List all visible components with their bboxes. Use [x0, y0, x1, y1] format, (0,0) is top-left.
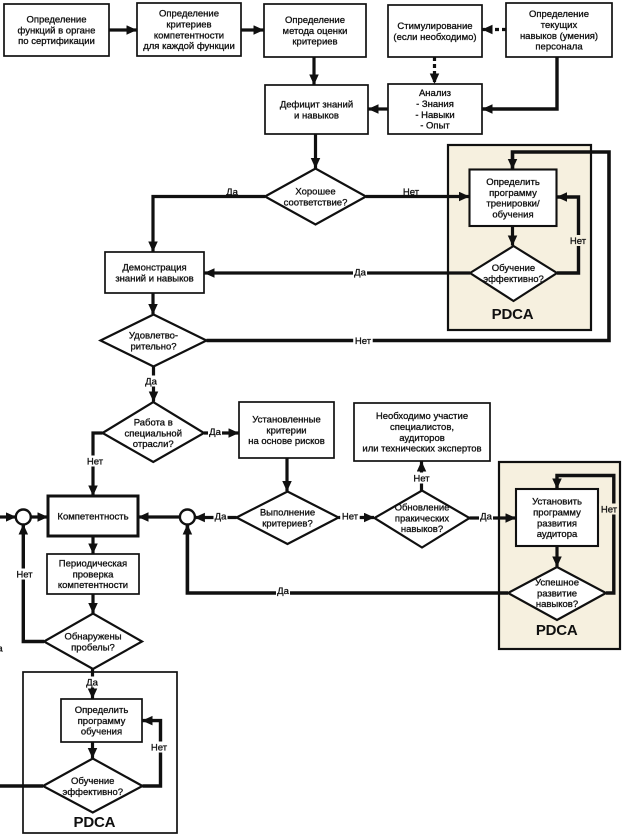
svg-text:а: а — [0, 644, 3, 655]
svg-text:PDCA: PDCA — [492, 306, 534, 323]
svg-text:Да: Да — [354, 267, 366, 278]
svg-text:Нет: Нет — [570, 236, 587, 247]
svg-text:Удовлетво-рительно?: Удовлетво-рительно? — [129, 331, 178, 353]
svg-text:Нет: Нет — [413, 473, 430, 484]
svg-text:Да: Да — [86, 677, 98, 688]
svg-text:Нет: Нет — [342, 511, 359, 522]
svg-text:Нет: Нет — [87, 456, 104, 467]
svg-text:Да: Да — [226, 187, 238, 198]
svg-text:Да: Да — [215, 511, 227, 522]
svg-text:PDCA: PDCA — [536, 622, 578, 639]
svg-text:Да: Да — [480, 511, 492, 522]
svg-text:Да: Да — [209, 427, 221, 438]
svg-text:Нет: Нет — [355, 336, 372, 347]
svg-text:Нет: Нет — [16, 569, 33, 580]
svg-text:PDCA: PDCA — [74, 814, 116, 831]
svg-text:Да: Да — [145, 376, 157, 387]
svg-text:Анализ- Знания- Навыки- Опыт: Анализ- Знания- Навыки- Опыт — [415, 88, 454, 131]
svg-text:Да: Да — [277, 586, 289, 597]
svg-text:Компетентность: Компетентность — [57, 511, 128, 522]
svg-text:Нет: Нет — [403, 187, 420, 198]
svg-text:Нет: Нет — [601, 504, 618, 515]
svg-text:Нет: Нет — [151, 742, 168, 753]
svg-text:Стимулирование(если необходимо: Стимулирование(если необходимо) — [393, 21, 476, 43]
